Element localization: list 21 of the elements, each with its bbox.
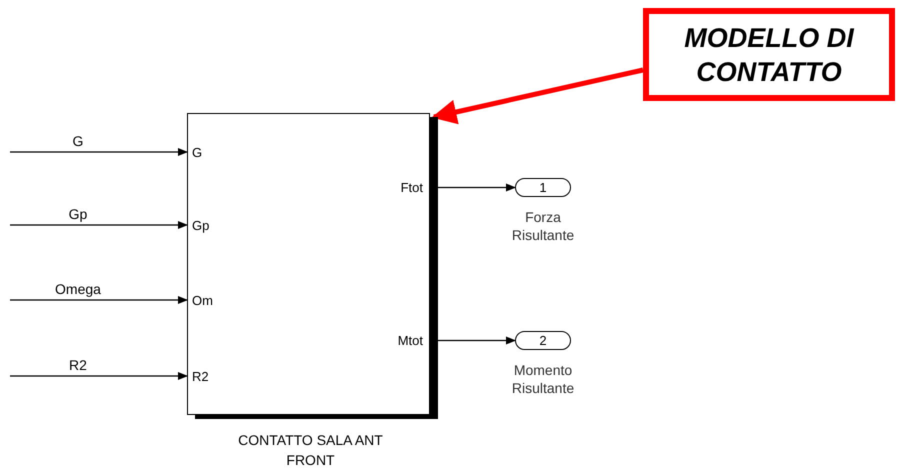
- signal-label: R2: [68, 358, 88, 372]
- port-label: R2: [192, 370, 209, 383]
- arrow: [438, 336, 516, 344]
- arrow: [10, 296, 188, 304]
- outport-caption: Momento Risultante: [510, 361, 576, 397]
- arrow: [438, 184, 516, 192]
- port-label: Mtot: [398, 334, 423, 347]
- arrow: [10, 221, 188, 229]
- block-caption: CONTATTO SALA ANT FRONT: [237, 431, 384, 470]
- arrow: [432, 68, 644, 124]
- port-label: Gp: [192, 219, 210, 232]
- arrow: [10, 148, 188, 156]
- port-label: Om: [192, 294, 213, 307]
- signal-label: G: [72, 134, 84, 148]
- callout-box: MODELLO DI CONTATTO: [643, 8, 895, 101]
- signal-label: Omega: [54, 282, 102, 296]
- signal-label: Gp: [68, 207, 88, 221]
- port-label: G: [192, 146, 202, 159]
- port-label: Ftot: [400, 181, 423, 194]
- arrow: [10, 372, 188, 380]
- outport-caption: Forza Risultante: [510, 208, 576, 244]
